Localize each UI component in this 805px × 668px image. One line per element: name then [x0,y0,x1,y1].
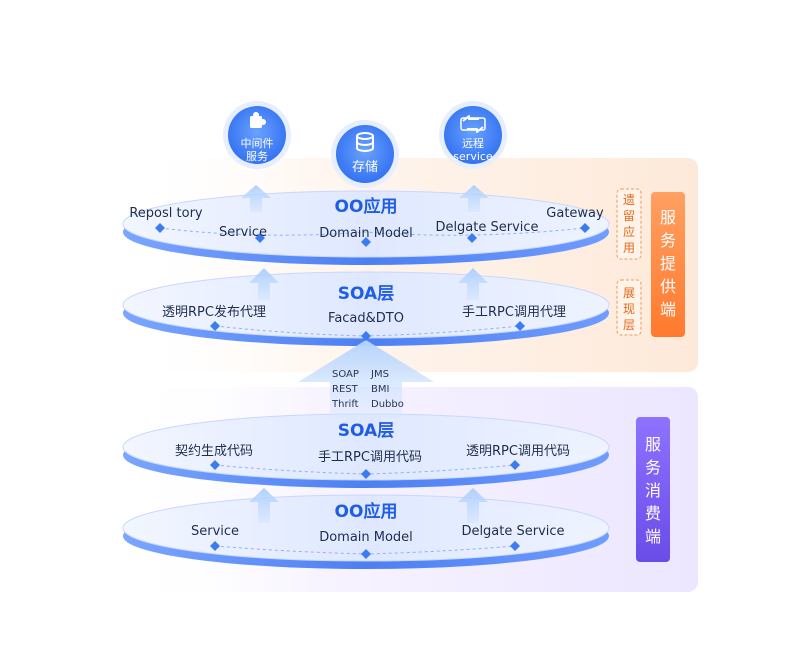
exchange-arrows-icon [460,115,486,133]
bubble-middleware: 中间件 服务 [223,101,291,169]
provider-soa-plate [122,271,610,346]
bubble-middleware-line2: 服务 [246,150,268,163]
provider-soa-item-transparent-publish: 透明RPC发布代理 [162,304,266,320]
bubble-storage: 存储 [331,120,399,188]
consumer-soa-title: SOA层 [338,421,394,441]
protocol-thrift: Thrift [331,399,359,410]
consumer-oo-item-delegate-service: Delgate Service [461,524,564,539]
bubble-middleware-line1: 中间件 [241,137,274,150]
provider-side-bar [651,192,685,337]
consumer-soa-item-contract-code: 契约生成代码 [175,444,253,459]
flow-arrows [241,185,489,523]
protocol-list: SOAP REST Thrift JMS BMI Dubbo [331,369,404,410]
database-icon [356,132,374,152]
provider-oo-item-service: Service [219,225,267,240]
consumer-oo-plate [122,494,610,569]
presentation-tag-text: 展现层 [623,286,635,332]
provider-side-label: 服务提供端 [660,208,676,319]
rpc-protocol-arrow [298,340,434,418]
provider-oo-title: OO应用 [335,196,398,217]
provider-oo-item-repository: Reposl tory [129,206,203,221]
protocol-rest: REST [332,384,359,395]
presentation-tag [616,279,642,336]
consumer-oo-item-domain-model: Domain Model [319,530,413,545]
consumer-oo-item-service: Service [191,524,239,539]
plate-diamonds [155,223,590,559]
consumer-soa-item-manual-code: 手工RPC调用代码 [318,450,422,465]
legacy-app-tag [616,188,642,260]
protocol-bmi: BMI [371,384,389,395]
bubble-remote-line2: service [453,150,493,163]
consumer-soa-plate [122,413,610,488]
bubble-remote-service: 远程 service [439,101,507,169]
legacy-app-tag-text: 遗留应用 [623,193,635,255]
protocol-jms: JMS [370,369,389,380]
provider-soa-title: SOA层 [338,284,394,304]
bubble-storage-label: 存储 [352,160,378,175]
consumer-soa-item-transparent-code: 透明RPC调用代码 [466,444,570,459]
provider-oo-item-delegate-service: Delgate Service [435,220,538,235]
bubble-remote-line1: 远程 [462,137,484,150]
consumer-oo-title: OO应用 [335,501,398,522]
consumer-side-bar [636,417,670,562]
provider-soa-item-facade-dto: Facad&DTO [328,311,404,326]
provider-oo-item-domain-model: Domain Model [319,226,413,241]
provider-oo-item-gateway: Gateway [546,206,604,221]
provider-soa-item-manual-proxy: 手工RPC调用代理 [462,305,566,320]
protocol-dubbo: Dubbo [371,399,404,410]
consumer-side-label: 服务消费端 [645,435,661,546]
puzzle-icon [250,112,266,128]
protocol-soap: SOAP [332,369,359,380]
